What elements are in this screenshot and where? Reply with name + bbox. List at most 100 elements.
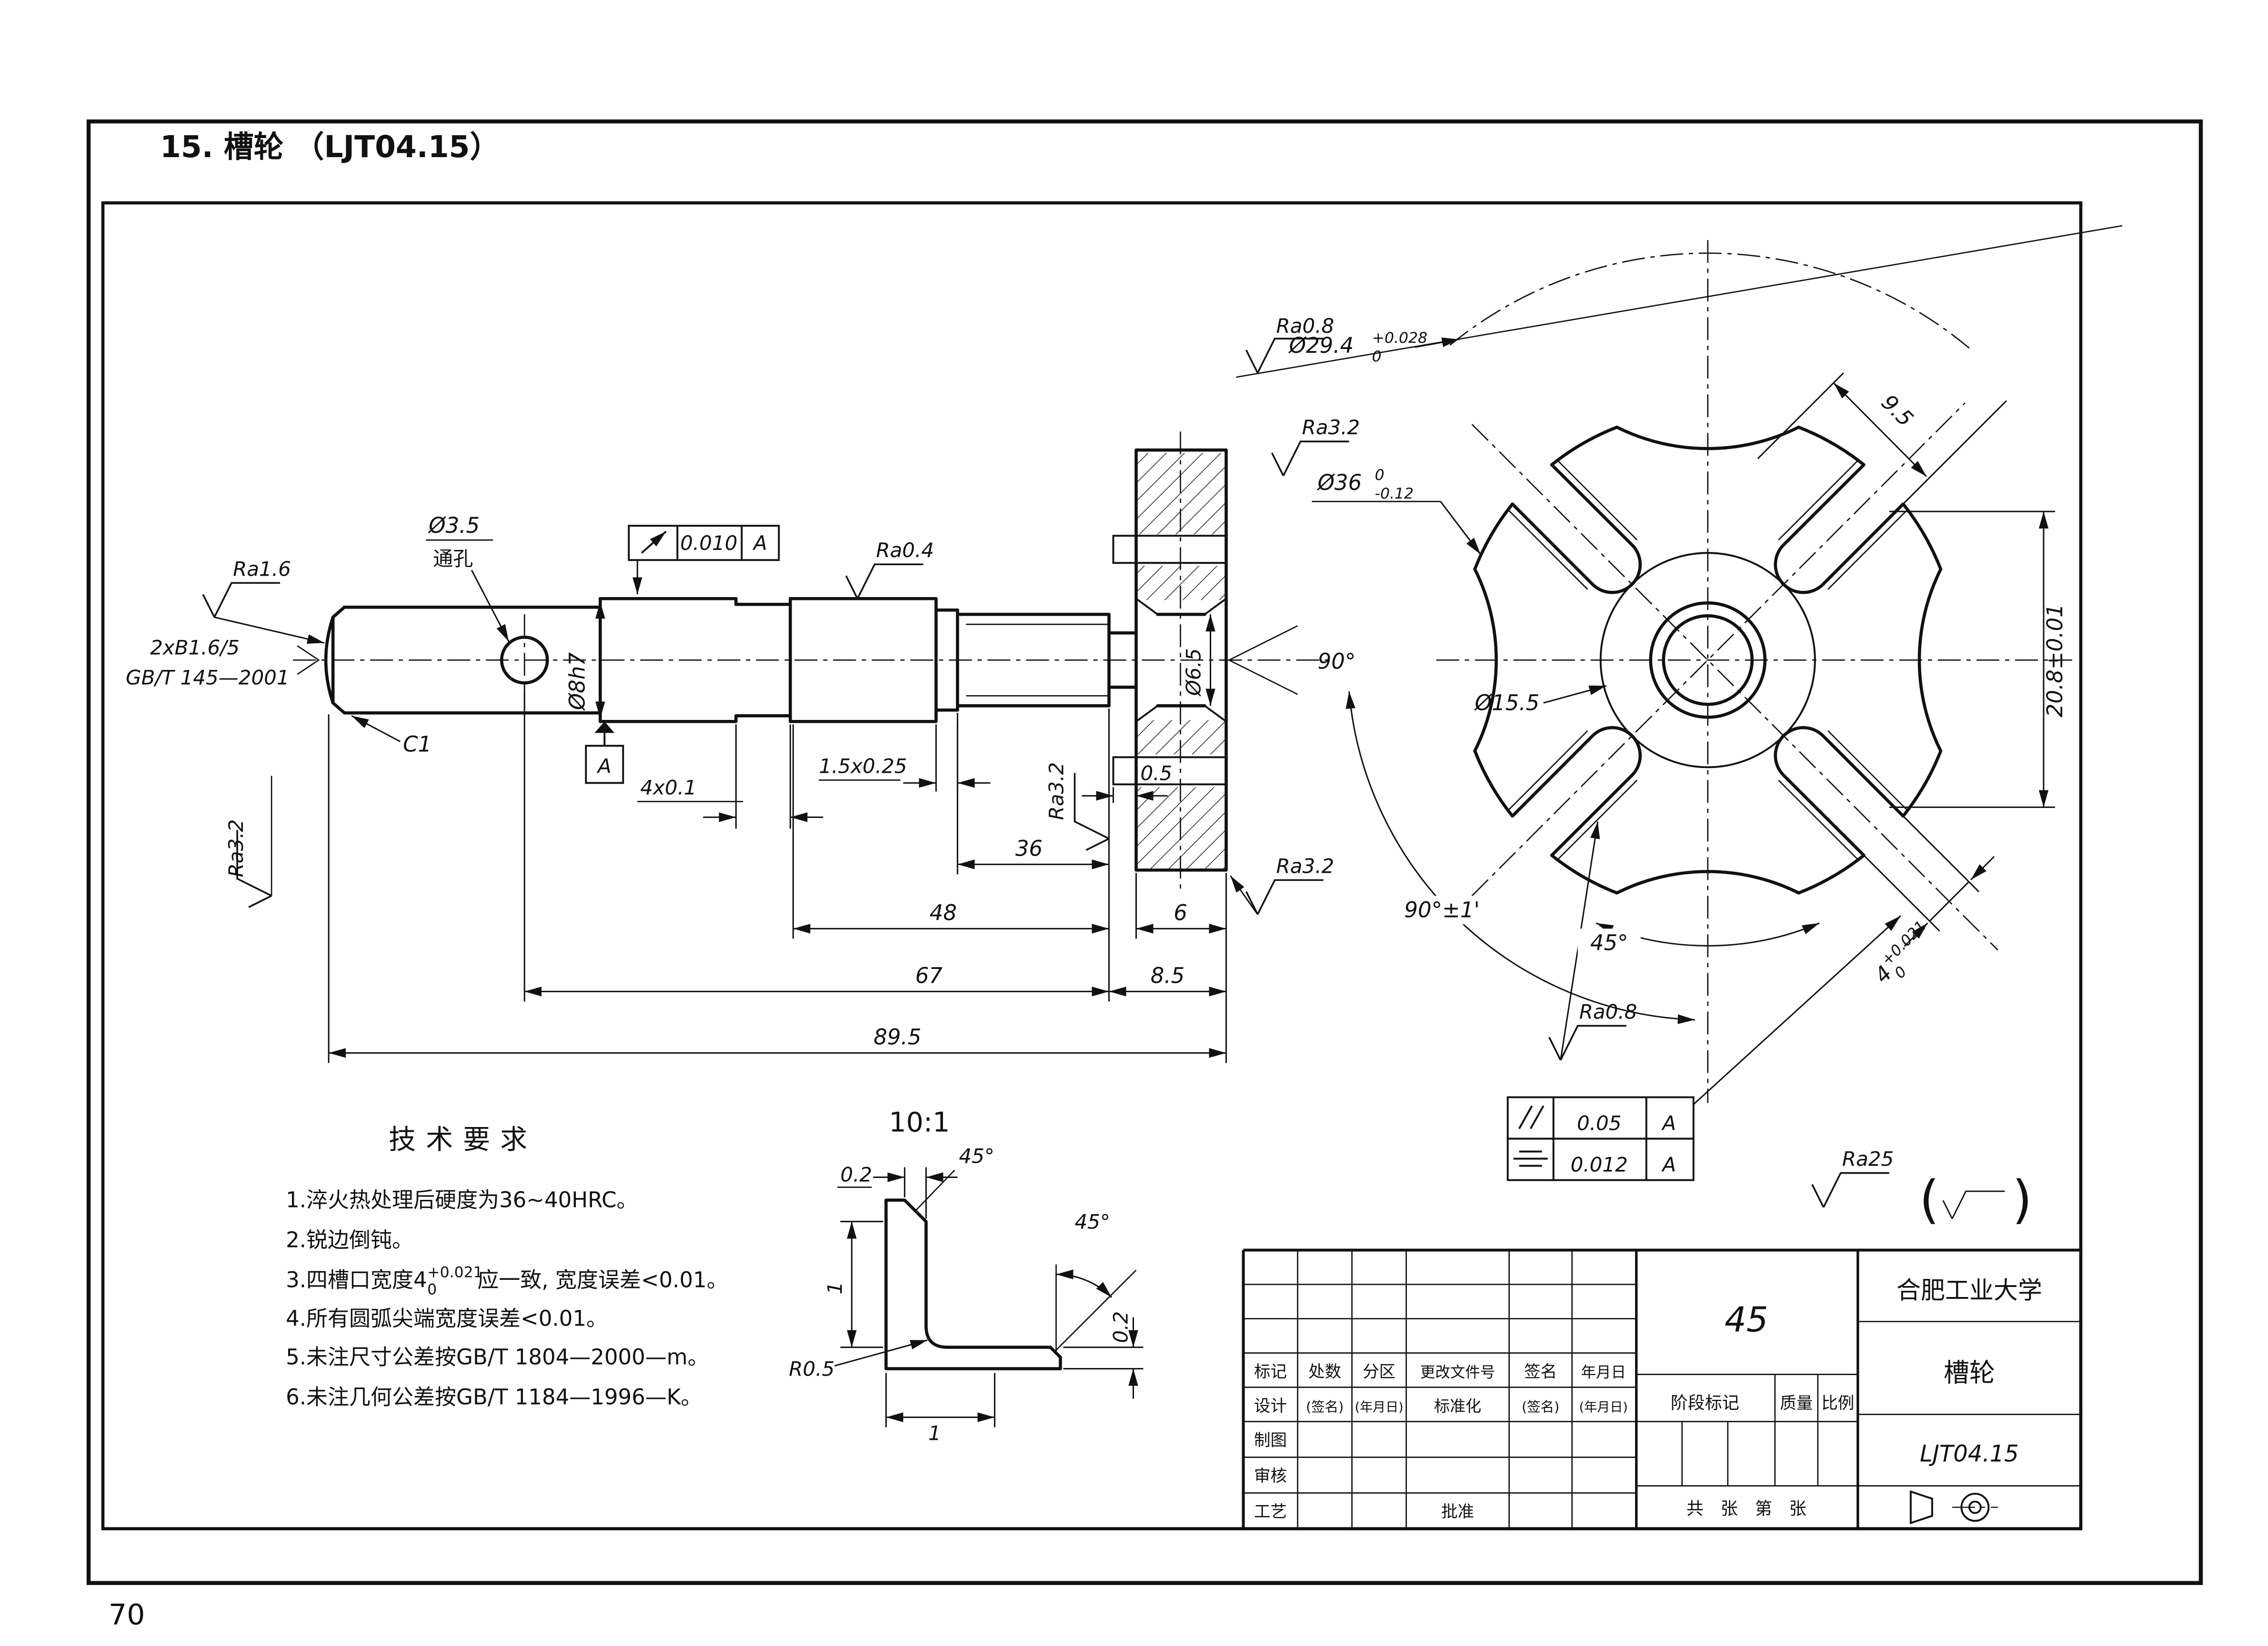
- title-block: 标记 处数 分区 更改文件号 签名 年月日 设计 (签名) (年月日) 标准化 …: [1242, 1248, 2081, 1529]
- roughness-icon: [1811, 1172, 1890, 1208]
- groove-15x025-label: 1.5x0.25: [819, 754, 907, 778]
- techreq-line4: 4.所有圆弧尖端宽度误差<0.01。: [286, 1306, 608, 1331]
- ang-45-label: 45°: [1590, 930, 1628, 955]
- detail-view: 10:1 0.2 45° 1 R0.5 1 0.2 45°: [789, 1107, 1144, 1445]
- techreq-line3-prefix: 3.四槽口宽度4: [286, 1267, 427, 1293]
- dia-294-label: Ø29.4: [1288, 333, 1354, 358]
- dim-208-label: 20.8±0.01: [2042, 604, 2067, 717]
- parallel-value: 0.05: [1577, 1111, 1622, 1135]
- ra16-label: Ra1.6: [233, 557, 291, 580]
- dia-36-label: Ø36: [1317, 470, 1362, 495]
- roughness-icon: [845, 563, 924, 600]
- groove-4x01-label: 4x0.1: [640, 776, 696, 799]
- fcf-frame: 0.05 A 0.012 A: [1506, 1096, 1695, 1181]
- tb-sheets: 共 张 第 张: [1686, 1499, 1806, 1519]
- bore-dia-label: Ø6.5: [1182, 648, 1205, 697]
- tb-qm1: (签名): [1306, 1399, 1344, 1415]
- techreq-line3-upper: +0.021: [427, 1264, 483, 1281]
- sheet-frames: [86, 119, 2203, 1585]
- tb-biaozhunhua: 标准化: [1434, 1397, 1481, 1416]
- dim-36-label: 36: [1015, 836, 1043, 861]
- ra32-flange-label: Ra3.2: [1276, 854, 1335, 878]
- dim-05-label: 0.5: [1141, 761, 1173, 785]
- dia-155-label: Ø15.5: [1474, 690, 1540, 715]
- technical-requirements: 技术要求 1.淬火热处理后硬度为36~40HRC。 2.锐边倒钝。 3.四槽口宽…: [286, 1124, 728, 1410]
- dia-8h7-label: Ø8h7: [564, 652, 590, 711]
- hole-dia-label: Ø3.5: [428, 513, 480, 538]
- dim-895-label: 89.5: [873, 1024, 921, 1049]
- dim-95-label: 9.5: [1877, 389, 1918, 431]
- wheel-side-section: [1112, 448, 1228, 872]
- tb-chushu: 处数: [1308, 1363, 1341, 1382]
- tb-pizhun: 批准: [1441, 1503, 1474, 1522]
- tb-ny1: (年月日): [1355, 1400, 1404, 1415]
- roughness-icon: [1942, 1190, 2006, 1219]
- tb-qianming: 签名: [1524, 1363, 1557, 1382]
- dim-48-label: 48: [930, 900, 957, 925]
- parallel-datum: A: [1661, 1111, 1676, 1135]
- page-title: 15. 槽轮 （LJT04.15）: [160, 130, 500, 164]
- first-angle-projection-icon: [1909, 1490, 1998, 1525]
- shaft-callouts: Ra1.6 2xB1.6/5 GB/T 145—2001 C1 Ra3.2 Ra…: [126, 513, 1335, 916]
- techreq-line1: 1.淬火热处理后硬度为36~40HRC。: [286, 1187, 638, 1213]
- detail-scale-label: 10:1: [889, 1107, 950, 1138]
- hole-thru-label: 通孔: [433, 547, 473, 570]
- detail-45-top-label: 45°: [959, 1145, 994, 1168]
- tb-drawing-no: LJT04.15: [1920, 1441, 2019, 1467]
- detail-1-bottom-label: 1: [928, 1422, 941, 1445]
- shaft-dimensions: [328, 601, 1298, 1063]
- ra32-top-label: Ra3.2: [1302, 416, 1360, 439]
- detail-r05-label: R0.5: [789, 1357, 834, 1381]
- dia-36-upper-tol: 0: [1375, 467, 1385, 484]
- svg-text:+0.021: +0.021: [1878, 918, 1930, 969]
- tb-sheji: 设计: [1254, 1397, 1287, 1416]
- tb-wenjian: 更改文件号: [1420, 1364, 1495, 1381]
- chamfer-c1-label: C1: [403, 731, 432, 757]
- symmetry-datum: A: [1661, 1153, 1676, 1177]
- tb-zhitu: 制图: [1254, 1431, 1287, 1450]
- tb-mass: 质量: [1780, 1394, 1813, 1413]
- slot-width-label: 4 +0.021 0: [1869, 918, 1930, 988]
- roughness-icon: [1245, 879, 1325, 916]
- center-hole-chevron: [297, 645, 320, 675]
- symmetry-value: 0.012: [1571, 1153, 1628, 1177]
- ra08-slot-label: Ra0.8: [1579, 1000, 1637, 1023]
- dia-36-lower-tol: -0.12: [1375, 485, 1414, 502]
- datum-a-symbol: A: [585, 721, 624, 784]
- detail-1-left-label: 1: [823, 1282, 846, 1295]
- detail-02-right-label: 0.2: [1109, 1311, 1132, 1343]
- shaft-thread-lines: [966, 623, 1109, 697]
- tb-qm2: (签名): [1522, 1399, 1559, 1415]
- parallelism-icon: [1518, 1105, 1545, 1129]
- runout-tolerance-frame: 0.010 A: [628, 525, 780, 595]
- paren-open: (: [1919, 1170, 1939, 1230]
- ra04-label: Ra0.4: [876, 539, 934, 562]
- center-hole-label: 2xB1.6/5: [150, 636, 240, 659]
- tb-biaoji: 标记: [1254, 1363, 1287, 1382]
- runout-value: 0.010: [680, 531, 737, 555]
- page-number: 70: [109, 1598, 145, 1632]
- ra08-top-label: Ra0.8: [1276, 314, 1335, 338]
- ra25-label: Ra25: [1842, 1147, 1894, 1171]
- tb-nianyue: 年月日: [1581, 1364, 1626, 1381]
- dim-85-label: 8.5: [1151, 963, 1185, 988]
- tb-material: 45: [1725, 1300, 1768, 1340]
- techreq-line2: 2.锐边倒钝。: [286, 1227, 413, 1253]
- techreq-line6: 6.未注几何公差按GB/T 1184—1996—K。: [286, 1385, 702, 1410]
- dim-6-label: 6: [1174, 900, 1187, 925]
- detail-45-right-label: 45°: [1074, 1210, 1110, 1234]
- tb-gongyi: 工艺: [1254, 1503, 1287, 1522]
- tb-shenhe: 审核: [1254, 1467, 1287, 1486]
- tb-part-name: 槽轮: [1944, 1358, 1995, 1388]
- tb-fenqu: 分区: [1363, 1363, 1395, 1382]
- techreq-line5: 5.未注尺寸公差按GB/T 1804—2000—m。: [286, 1345, 709, 1370]
- detail-02-top-label: 0.2: [840, 1163, 872, 1187]
- ang-90-label: 90°±1': [1404, 897, 1479, 922]
- techreq-line3-suffix: 应一致, 宽度误差<0.01。: [477, 1267, 728, 1293]
- roughness-icon: [202, 582, 281, 618]
- tb-ny2: (年月日): [1579, 1400, 1628, 1415]
- runout-datum-ref: A: [752, 531, 767, 555]
- detail-section-profile: [884, 1198, 1062, 1370]
- symmetry-icon: [1513, 1150, 1548, 1167]
